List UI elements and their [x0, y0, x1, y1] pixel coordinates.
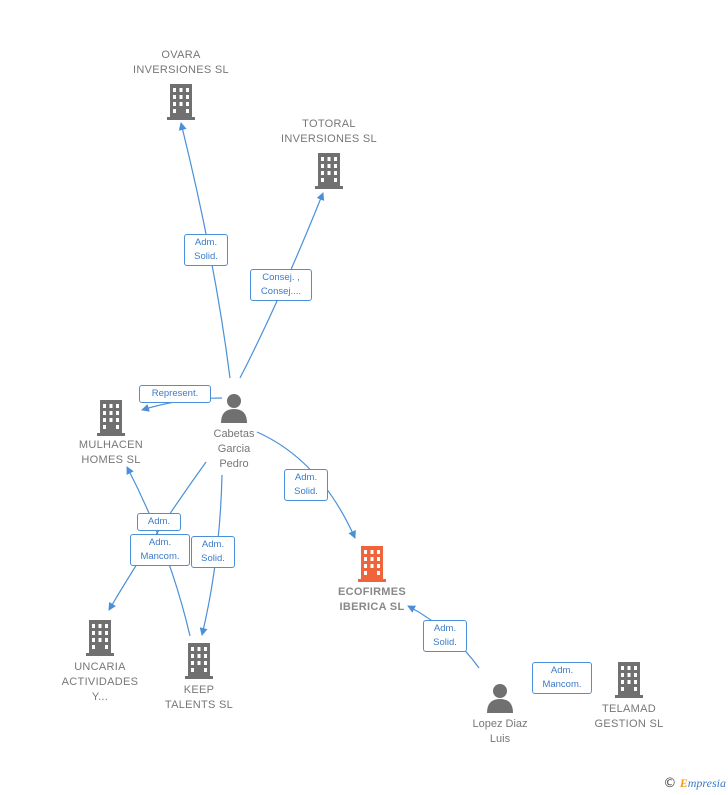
brand-name: mpresia — [687, 776, 726, 790]
edge-label-line: Adm. — [147, 516, 171, 527]
edge-label-uncaria-top[interactable]: Adm. — [137, 513, 181, 531]
node-label-line: OVARA — [161, 49, 201, 61]
node-label: TELAMAD GESTION SL — [559, 702, 699, 732]
edge-label-line: Adm. — [550, 665, 574, 676]
node-label-line: KEEP — [183, 684, 215, 696]
edge-label-ovara[interactable]: Adm. Solid. — [184, 234, 228, 266]
node-label: ECOFIRMES IBERICA SL — [302, 585, 442, 615]
building-icon — [86, 620, 114, 656]
edge-label-lopez[interactable]: Adm. Solid. — [423, 620, 467, 652]
node-label: TOTORAL INVERSIONES SL — [259, 117, 399, 147]
edge-label-line: Adm. — [148, 537, 172, 548]
edge-label-line: Consej.... — [260, 286, 302, 297]
edge-label-line: Mancom. — [542, 679, 582, 690]
building-icon — [315, 153, 343, 189]
building-icon — [358, 546, 386, 582]
building-icon — [167, 84, 195, 120]
edge-label-line: Consej. , — [262, 272, 300, 283]
person-icon — [221, 394, 247, 423]
building-icon — [97, 400, 125, 436]
edge-label-line: Solid. — [194, 251, 218, 262]
edge-label-line: Adm. — [294, 472, 318, 483]
node-label: UNCARIA ACTIVIDADES Y... — [30, 660, 170, 705]
node-label-line: TOTORAL — [302, 118, 356, 130]
footer-brand: © Empresia — [663, 776, 726, 791]
edge-label-mulhacen[interactable]: Represent. — [139, 385, 211, 403]
edge-label-line: Solid. — [433, 637, 457, 648]
node-label-line: ECOFIRMES — [337, 586, 407, 598]
node-label: Lopez Diaz Luis — [430, 717, 570, 747]
node-label-line: UNCARIA — [74, 661, 126, 673]
node-label-line: Garcia — [217, 443, 251, 455]
node-label-line: GESTION SL — [594, 718, 664, 730]
edge-label-line: Represent. — [151, 388, 199, 399]
edge-label-line: Adm. — [201, 539, 225, 550]
node-label-line: INVERSIONES SL — [133, 64, 229, 76]
edge-label-line: Solid. — [201, 553, 225, 564]
person-icon — [487, 684, 513, 713]
edge-label-line: Adm. — [194, 237, 218, 248]
node-label: Cabetas Garcia Pedro — [164, 427, 304, 472]
node-label-line: IBERICA SL — [339, 601, 405, 613]
building-icon — [185, 643, 213, 679]
node-label-line: TELAMAD — [601, 703, 657, 715]
node-label-line: Pedro — [219, 458, 249, 470]
brand-initial: E — [679, 776, 688, 790]
node-label-line: HOMES SL — [81, 454, 141, 466]
edge-label-line: Mancom. — [140, 551, 180, 562]
edge-label-totoral[interactable]: Consej. , Consej.... — [250, 269, 312, 301]
edge-label-line: Adm. — [433, 623, 457, 634]
brand-logo: Empresia — [680, 776, 726, 790]
node-label-line: Cabetas — [213, 428, 255, 440]
building-icon — [615, 662, 643, 698]
copyright-icon: © — [663, 776, 677, 791]
edge-label-telamad[interactable]: Adm. Mancom. — [532, 662, 592, 694]
edge-label-keep[interactable]: Adm. Solid. — [191, 536, 235, 568]
edge-label-line: Solid. — [294, 486, 318, 497]
node-label-line: Lopez Diaz — [472, 718, 528, 730]
node-label: MULHACEN HOMES SL — [41, 438, 181, 468]
node-label-line: ACTIVIDADES — [61, 676, 139, 688]
node-label: KEEP TALENTS SL — [129, 683, 269, 713]
node-label-line: Luis — [489, 733, 511, 745]
node-label: OVARA INVERSIONES SL — [111, 48, 251, 78]
node-label-line: INVERSIONES SL — [281, 133, 377, 145]
edge-label-uncaria[interactable]: Adm. Mancom. — [130, 534, 190, 566]
edge-label-ecofirmes[interactable]: Adm. Solid. — [284, 469, 328, 501]
node-label-line: MULHACEN — [78, 439, 144, 451]
node-label-line: Y... — [91, 691, 109, 703]
node-label-line: TALENTS SL — [164, 699, 234, 711]
